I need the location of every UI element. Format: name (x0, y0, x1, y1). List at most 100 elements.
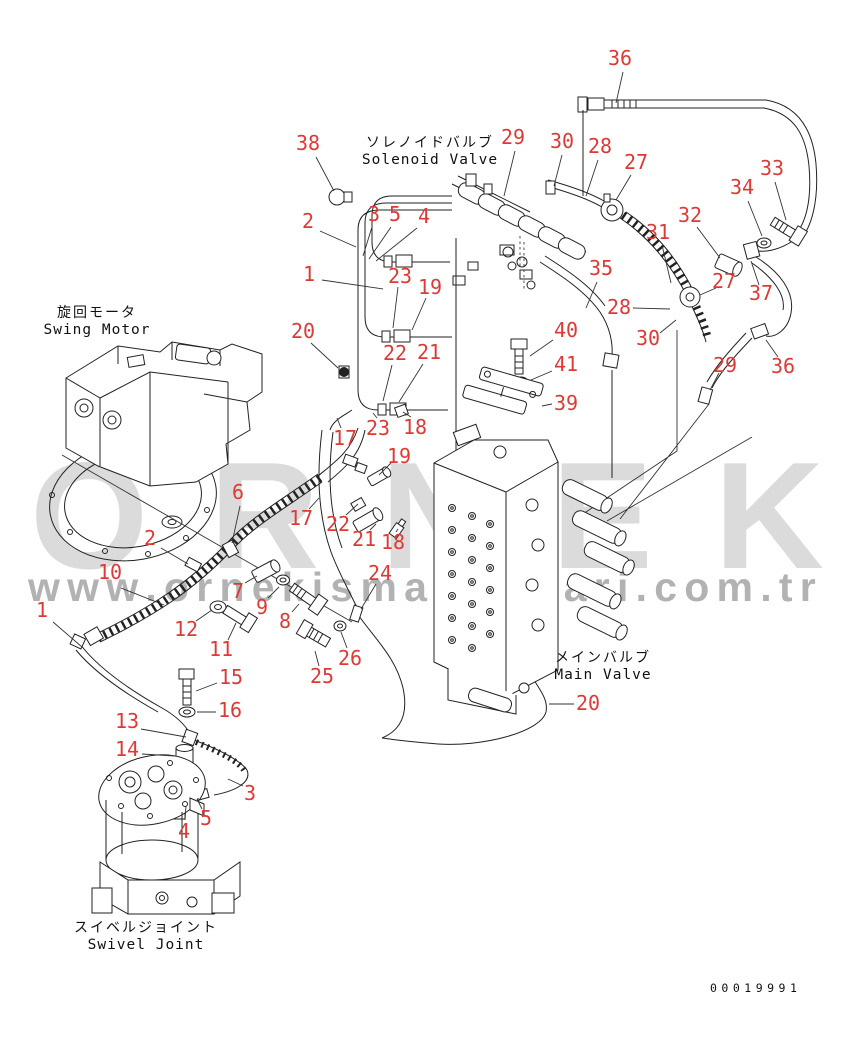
watermark-letter: . (760, 564, 772, 610)
leader-line-38 (316, 157, 334, 191)
callout-38: 38 (295, 131, 321, 155)
callout-29: 29 (712, 353, 738, 377)
callout-4: 4 (177, 819, 191, 843)
watermark-letter: c (654, 564, 678, 610)
callout-29: 29 (500, 125, 526, 149)
callout-leader-lines (53, 72, 786, 820)
label-main-valve-en: Main Valve (554, 667, 652, 683)
leader-line-17 (337, 418, 341, 428)
callout-14: 14 (114, 737, 140, 761)
leader-line-30 (554, 155, 562, 186)
label-swing-motor-en: Swing Motor (43, 322, 151, 338)
hoses-center-drawing (84, 404, 546, 744)
callout-19: 19 (417, 275, 443, 299)
callout-27: 27 (711, 269, 737, 293)
callout-17: 17 (288, 506, 314, 530)
leader-line-3 (363, 227, 372, 256)
watermark-letter: K (714, 431, 824, 601)
callout-9: 9 (255, 595, 269, 619)
leader-line-18 (403, 412, 411, 417)
callout-34: 34 (729, 175, 755, 199)
callout-18: 18 (402, 415, 428, 439)
callout-5: 5 (199, 806, 213, 830)
callout-26: 26 (337, 646, 363, 670)
leader-line-14 (142, 754, 175, 756)
callout-21: 21 (416, 340, 442, 364)
leader-line-23 (373, 413, 377, 418)
callout-39: 39 (553, 391, 579, 415)
watermark-letter: E (551, 431, 653, 601)
callout-2: 2 (301, 209, 315, 233)
leader-line-8 (292, 604, 299, 612)
callout-10: 10 (97, 560, 123, 584)
label-main-valve-jp: メインバルブ (555, 650, 651, 666)
callout-22: 22 (382, 341, 408, 365)
leader-line-25 (315, 651, 319, 666)
leader-line-22 (346, 504, 358, 515)
leader-line-27 (616, 175, 631, 200)
watermark-letter: s (330, 564, 354, 610)
leader-line-1 (53, 622, 82, 647)
leader-line-36 (766, 340, 778, 357)
callout-36: 36 (607, 46, 633, 70)
leader-line-10 (121, 588, 164, 605)
callout-22: 22 (325, 512, 351, 536)
leader-line-2 (161, 548, 188, 564)
main-valve-drawing (434, 339, 637, 714)
watermark-letter: r (799, 564, 816, 610)
label-swing-motor-jp: 旋回モータ (57, 305, 137, 321)
callout-8: 8 (278, 609, 292, 633)
callout-6: 6 (231, 480, 245, 504)
leader-line-2 (320, 231, 356, 247)
leader-line-33 (775, 182, 786, 220)
watermark-letter: i (311, 564, 324, 610)
leader-line-28 (586, 160, 598, 196)
callout-27: 27 (623, 150, 649, 174)
watermark-letter: i (616, 564, 629, 610)
hardware-drawing (210, 558, 346, 649)
callout-36: 36 (770, 354, 796, 378)
callout-23: 23 (387, 264, 413, 288)
watermark-letter: a (404, 564, 427, 610)
leader-line-15 (196, 683, 217, 691)
watermark-brand: ORNEK (30, 431, 824, 602)
watermark-letter: w (106, 564, 139, 610)
leader-line-19 (379, 463, 391, 475)
swing-motor-drawing (40, 342, 352, 622)
leader-line-29 (710, 373, 719, 390)
leader-line-32 (697, 227, 720, 258)
leader-line-29 (504, 151, 515, 196)
swivel-hose-drawing (70, 634, 248, 914)
callout-31: 31 (645, 220, 671, 244)
leader-line-26 (341, 632, 347, 648)
callout-12: 12 (173, 617, 199, 641)
leader-line-23 (393, 287, 398, 328)
label-swivel-joint-en: Swivel Joint (87, 937, 205, 953)
leader-line-24 (361, 584, 376, 609)
leader-line-17 (309, 498, 319, 509)
callout-3: 3 (367, 202, 381, 226)
callout-7: 7 (231, 579, 245, 603)
watermark-letter: t (778, 564, 793, 610)
callout-28: 28 (606, 295, 632, 319)
leader-line-27 (700, 288, 716, 295)
callout-35: 35 (588, 256, 614, 280)
callout-40: 40 (553, 318, 579, 342)
callout-11: 11 (208, 637, 234, 661)
right-pipes-drawing (540, 97, 817, 521)
leader-line-28 (633, 308, 670, 309)
callout-20: 20 (290, 319, 316, 343)
leader-line-19 (412, 298, 426, 330)
label-solenoid-valve-en: Solenoid Valve (361, 152, 499, 168)
callout-18: 18 (380, 530, 406, 554)
leader-line-6 (232, 506, 240, 543)
leader-line-7 (245, 576, 257, 583)
callout-4: 4 (417, 204, 431, 228)
callout-30: 30 (549, 129, 575, 153)
